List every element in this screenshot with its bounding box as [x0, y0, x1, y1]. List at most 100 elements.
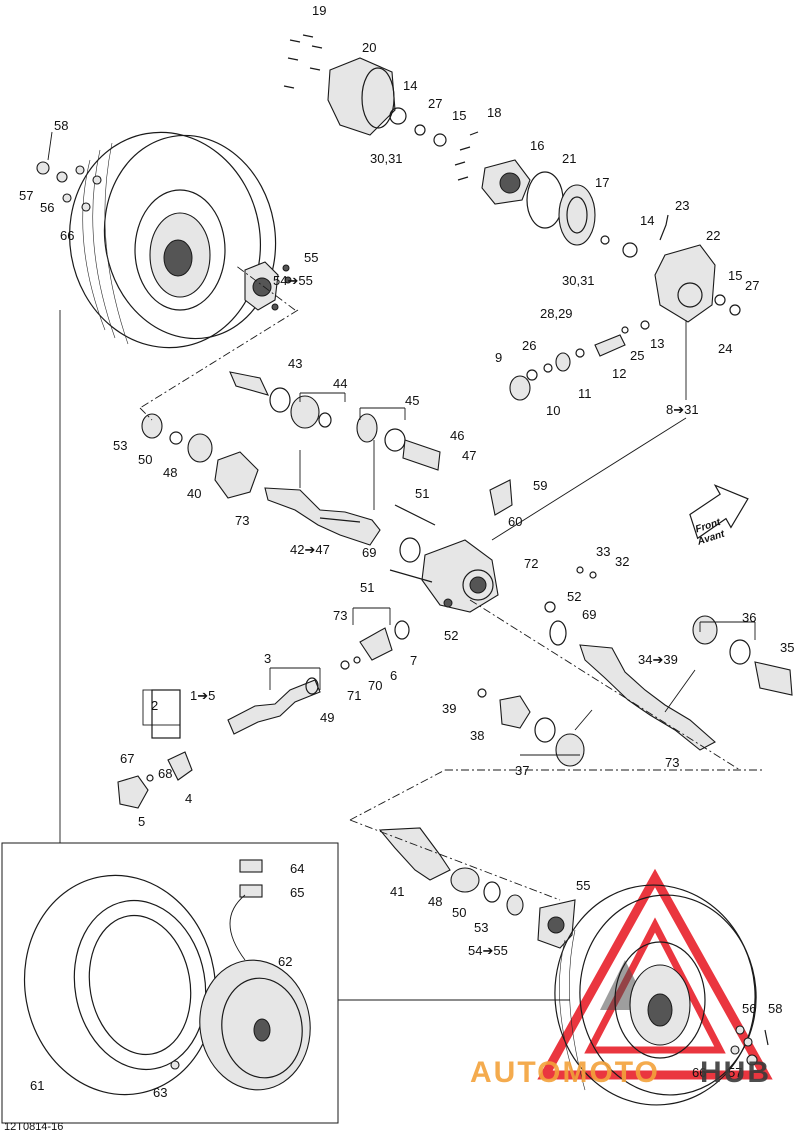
callout-58: 58 [54, 118, 68, 133]
callout-36: 36 [742, 610, 756, 625]
callout-66: 66 [60, 228, 74, 243]
callout-4: 4 [185, 791, 192, 806]
callout-52b: 52 [444, 628, 458, 643]
callout-48: 48 [163, 465, 177, 480]
callout-30-31b: 30,31 [562, 273, 595, 288]
callout-22: 22 [706, 228, 720, 243]
callout-43: 43 [288, 356, 302, 371]
callout-51b: 51 [360, 580, 374, 595]
callout-45: 45 [405, 393, 419, 408]
callout-18: 18 [487, 105, 501, 120]
callout-38: 38 [470, 728, 484, 743]
callout-28-29: 28,29 [540, 306, 573, 321]
callout-17: 17 [595, 175, 609, 190]
callout-53: 53 [113, 438, 127, 453]
callout-15: 15 [452, 108, 466, 123]
callout-9: 9 [495, 350, 502, 365]
wheel-nuts-lower-right [730, 1025, 769, 1066]
front-right-wheel [554, 884, 757, 1106]
callout-69: 69 [362, 545, 376, 560]
callout-49: 49 [320, 710, 334, 725]
callout-68: 68 [158, 766, 172, 781]
callout-11: 11 [578, 386, 592, 401]
callout-25: 25 [630, 348, 644, 363]
callout-34-39: 34➔39 [638, 652, 678, 667]
callout-50: 50 [138, 452, 152, 467]
watermark-text-automoto: AUTOMOTO [470, 1056, 660, 1089]
callout-30-31: 30,31 [370, 151, 403, 166]
callout-59: 59 [533, 478, 547, 493]
callout-48b: 48 [428, 894, 442, 909]
callout-10: 10 [546, 403, 560, 418]
callout-26: 26 [522, 338, 536, 353]
callout-44: 44 [333, 376, 347, 391]
leader-lines [47, 131, 765, 1001]
callout-12: 12 [612, 366, 626, 381]
callout-56b: 56 [742, 1001, 756, 1016]
callout-6: 6 [390, 668, 397, 683]
callout-37: 37 [515, 763, 529, 778]
callout-14: 14 [403, 78, 417, 93]
callout-8-31: 8➔31 [666, 402, 699, 417]
callout-labels: 19 20 14 27 15 18 30,31 16 21 17 23 22 1… [19, 3, 794, 1100]
callout-42-47: 42➔47 [290, 542, 330, 557]
callout-53b: 53 [474, 920, 488, 935]
callout-73: 73 [235, 513, 249, 528]
callout-33: 33 [596, 544, 610, 559]
callout-3: 3 [264, 651, 271, 666]
callout-20: 20 [362, 40, 376, 55]
callout-32: 32 [615, 554, 629, 569]
callout-67: 67 [120, 751, 134, 766]
callout-21: 21 [562, 151, 576, 166]
callout-66b: 66 [692, 1065, 706, 1080]
callout-14b: 14 [640, 213, 654, 228]
drawing-code: 12T0814-16 [4, 1121, 63, 1133]
callout-27b: 27 [745, 278, 759, 293]
callout-72: 72 [524, 556, 538, 571]
callout-56: 56 [40, 200, 54, 215]
callout-24: 24 [718, 341, 732, 356]
callout-65: 65 [290, 885, 304, 900]
callout-2: 2 [151, 698, 158, 713]
callout-63: 63 [153, 1085, 167, 1100]
callout-16: 16 [530, 138, 544, 153]
callout-47: 47 [462, 448, 476, 463]
front-drive-shaft [264, 487, 381, 546]
differential-bolts [283, 34, 323, 89]
callout-64: 64 [290, 861, 304, 876]
callout-39: 39 [442, 701, 456, 716]
callout-54-55: 54➔55 [273, 273, 313, 288]
wheel-hub-upper [244, 261, 292, 311]
callout-51: 51 [415, 486, 429, 501]
callout-40: 40 [187, 486, 201, 501]
ring-gear-assembly [454, 131, 596, 246]
callout-52: 52 [567, 589, 581, 604]
steering-knuckle-lower [378, 827, 576, 949]
callout-71: 71 [347, 688, 361, 703]
front-gearbox [389, 479, 597, 613]
differential-housing [600, 214, 741, 323]
wheel-detail-inset [1, 842, 339, 1124]
callout-41: 41 [390, 884, 404, 899]
callout-61: 61 [30, 1078, 44, 1093]
callout-27: 27 [428, 96, 442, 111]
callout-57b: 57 [728, 1065, 742, 1080]
callout-23: 23 [675, 198, 689, 213]
callout-54-55b: 54➔55 [468, 943, 508, 958]
callout-1-5: 1➔5 [190, 688, 215, 703]
callout-13: 13 [650, 336, 664, 351]
front-direction-arrow: Front Avant [689, 484, 749, 548]
callout-58b: 58 [768, 1001, 782, 1016]
callout-73b: 73 [333, 608, 347, 623]
left-drive-shaft-upper [229, 371, 441, 471]
callout-69b: 69 [582, 607, 596, 622]
callout-15b: 15 [728, 268, 742, 283]
callout-7: 7 [410, 653, 417, 668]
callout-70: 70 [368, 678, 382, 693]
callout-19: 19 [312, 3, 326, 18]
propeller-shaft [227, 620, 410, 735]
differential-cover [327, 57, 447, 147]
callout-57: 57 [19, 188, 33, 203]
pinion-gear-parts [509, 320, 650, 401]
